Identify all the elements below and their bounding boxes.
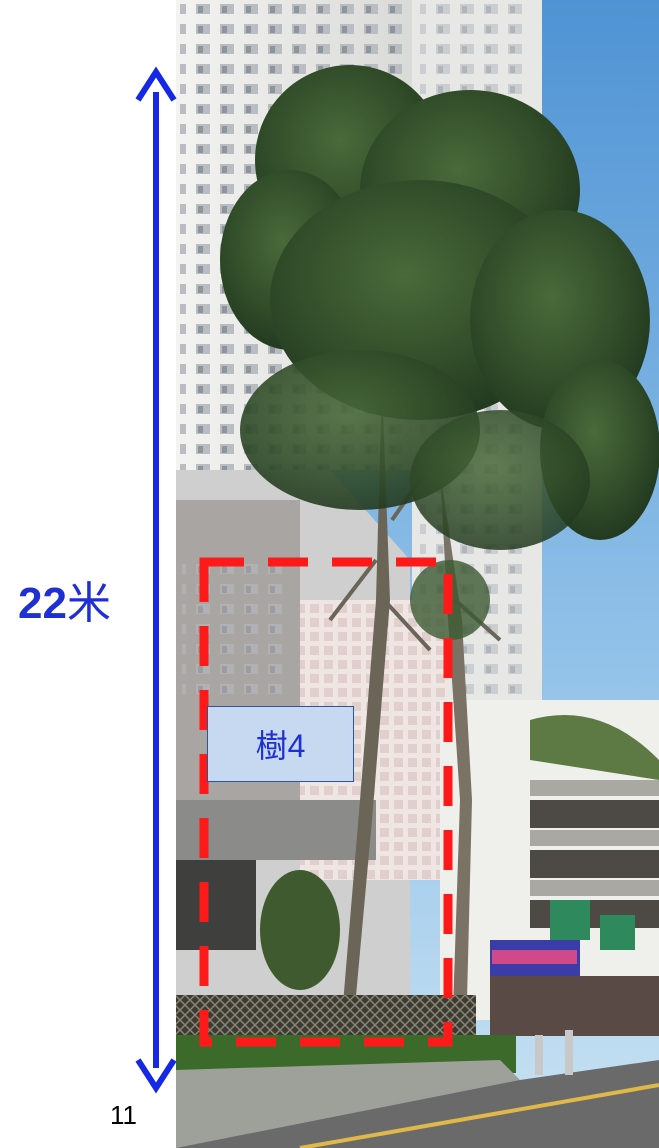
height-measure-arrow: [135, 66, 177, 1094]
tree-highlight-box: [199, 557, 453, 1047]
bollard: [565, 1030, 573, 1075]
road-marking: [299, 1083, 659, 1148]
car-park-building: [440, 700, 659, 1036]
bollard: [535, 1035, 543, 1075]
page-number: 11: [110, 1100, 137, 1130]
fence: [176, 995, 476, 1040]
tree-canopy: [220, 65, 659, 990]
tree-label: 樹4: [207, 706, 354, 782]
road: [176, 1060, 659, 1148]
height-label: 22米: [18, 579, 111, 628]
retaining-wall: [176, 1060, 540, 1148]
